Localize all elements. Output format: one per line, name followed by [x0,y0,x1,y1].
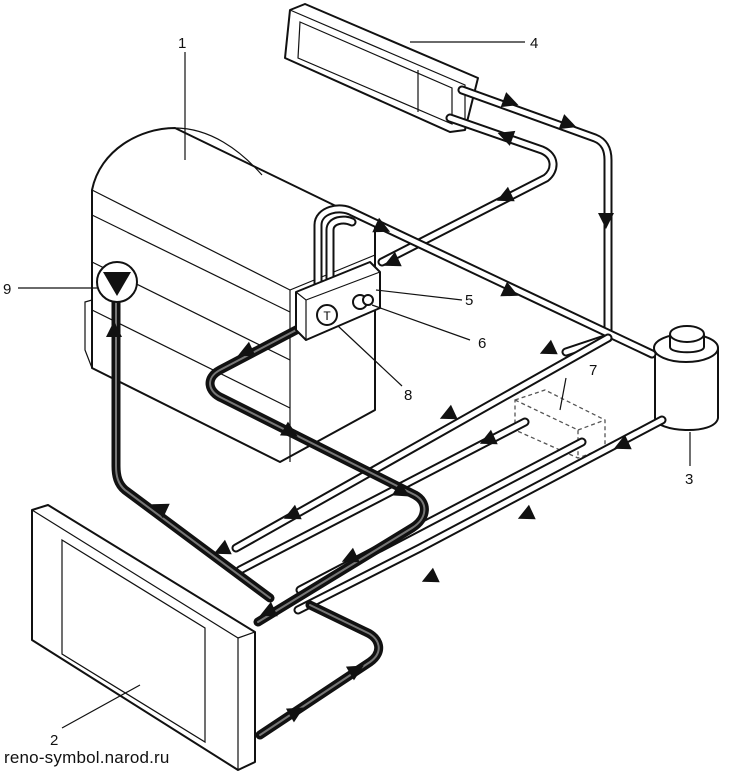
hose-core [459,87,611,355]
heater-core [284,3,479,133]
watermark: reno-symbol.narod.ru [4,748,170,767]
callout-4: 4 [530,35,538,52]
hose-outline [255,600,384,740]
flow-arrow [259,601,278,617]
callout-5: 5 [465,292,473,309]
flow-arrow [391,481,410,497]
hose-core [209,327,426,623]
water-pump [96,261,138,303]
flow-arrow [598,213,614,229]
flow-arrow [496,186,515,202]
flow-arrow [500,92,519,108]
hose-core [327,217,355,295]
callout-6: 6 [478,335,486,352]
temperature-sensor [352,294,374,310]
hose-core [379,115,556,265]
expansion-tank [653,325,719,431]
engine-block [84,127,376,463]
flow-arrow [345,665,364,681]
flow-arrow [479,429,498,445]
flow-arrow [383,251,402,267]
callout-1: 1 [178,35,186,52]
hose-core [259,604,380,736]
flow-arrow [500,281,519,297]
flow-arrow [151,503,170,519]
flow-arrow [285,707,304,723]
flow-arrow [213,539,232,555]
flow-arrow [237,341,256,357]
hose-core [295,417,665,613]
flow-arrow [517,504,536,520]
flow-arrow [283,504,302,520]
flow-arrow [439,404,458,420]
callout-3: 3 [685,471,693,488]
callout-9: 9 [3,281,11,298]
flow-arrow [421,567,440,583]
flow-arrow [613,434,632,450]
main-radiator [31,504,256,771]
callout-leaders [18,41,691,729]
thermostat-8: T [316,304,338,326]
flow-arrows [106,92,632,723]
flow-arrow [497,130,516,146]
coolant-hoses [111,85,667,740]
flow-arrow [539,339,558,355]
flow-arrow [341,547,360,563]
flow-arrow [279,421,298,437]
callout-labels: 1 2 3 4 5 6 7 8 9 [3,35,693,749]
callout-2: 2 [50,732,58,749]
hose-core [115,301,271,599]
hose-core [315,206,655,357]
flow-arrow [106,321,122,337]
flow-arrow [372,217,391,233]
callout-7: 7 [589,362,597,379]
hose-core [237,419,528,573]
thermostat-mark: T [323,309,331,323]
flow-arrow [558,114,577,130]
callout-8: 8 [404,387,412,404]
